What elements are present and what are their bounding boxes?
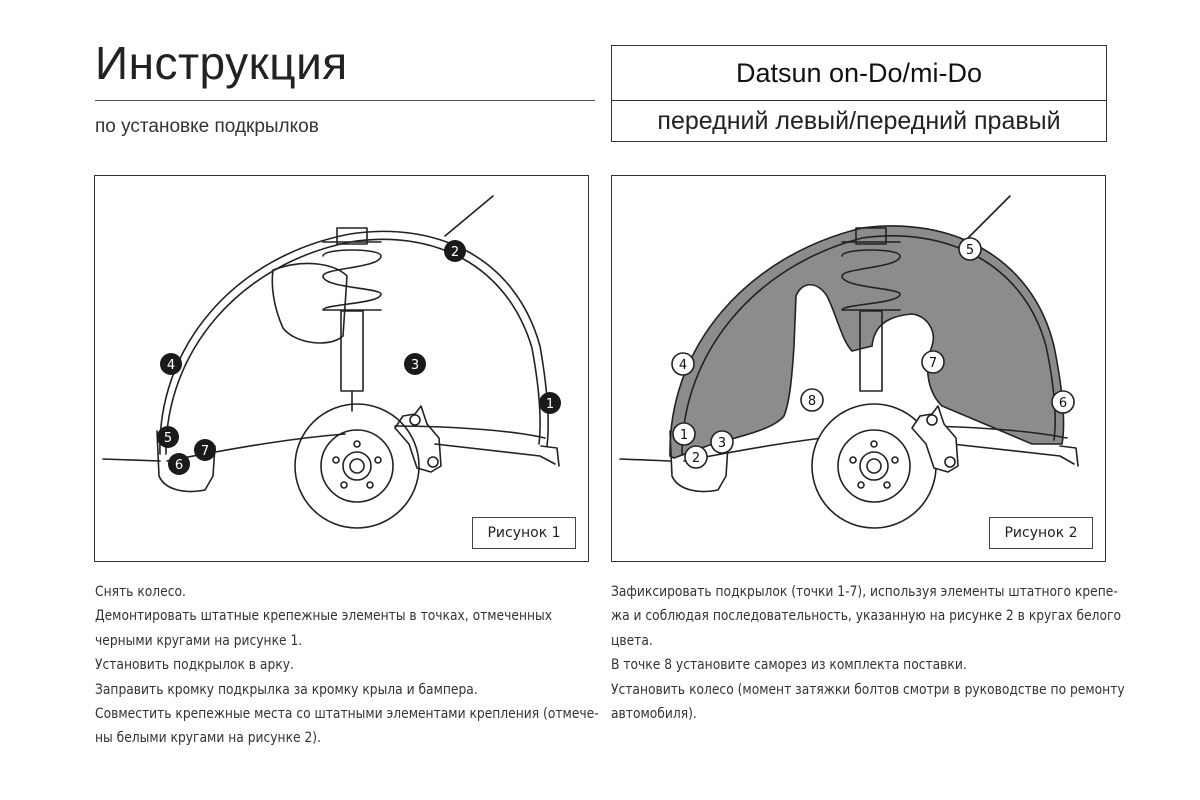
fix-point-2: 2 xyxy=(444,240,466,262)
svg-text:4: 4 xyxy=(167,358,175,373)
instruction-line: автомобиля). xyxy=(611,706,697,723)
fix-point-4: 4 xyxy=(160,353,182,375)
svg-text:5: 5 xyxy=(966,243,974,258)
svg-text:7: 7 xyxy=(929,356,937,371)
instruction-line: Заправить кромку подкрылка за кромку кры… xyxy=(95,681,478,698)
instruction-line: Совместить крепежные места со штатными э… xyxy=(95,706,599,723)
svg-text:1: 1 xyxy=(680,428,688,443)
fix-point-1: 1 xyxy=(672,422,696,446)
svg-text:2: 2 xyxy=(692,451,700,466)
figure-2: 1 2 3 4 5 6 7 xyxy=(611,175,1106,562)
fix-point-3: 3 xyxy=(710,430,734,454)
fix-point-5: 5 xyxy=(157,426,179,448)
svg-text:7: 7 xyxy=(201,444,209,459)
fix-point-6: 6 xyxy=(1051,390,1075,414)
fix-point-2: 2 xyxy=(684,445,708,469)
instruction-line: Снять колесо. xyxy=(95,584,186,600)
instruction-line: Демонтировать штатные крепежные элементы… xyxy=(95,608,553,625)
fix-point-1: 1 xyxy=(539,392,561,414)
svg-text:6: 6 xyxy=(1059,396,1067,411)
wheel-arch-drawing-2: 1 2 3 4 5 6 7 xyxy=(619,195,1079,529)
fix-point-3: 3 xyxy=(404,353,426,375)
model-name: Datsun on-Do/mi-Do xyxy=(612,46,1106,101)
fix-point-7: 7 xyxy=(194,439,216,461)
page-title: Инструкция xyxy=(95,37,348,89)
wheel-arch-drawing-1: 1 2 3 4 5 6 7 xyxy=(102,195,561,529)
title-divider xyxy=(95,100,595,101)
svg-text:6: 6 xyxy=(175,458,183,473)
instruction-line: В точке 8 установите саморез из комплект… xyxy=(611,657,967,674)
svg-text:3: 3 xyxy=(411,358,419,373)
instruction-line: ны белыми кругами на рисунке 2). xyxy=(95,730,322,747)
fix-point-8: 8 xyxy=(800,388,824,412)
instruction-line: черными кругами на рисунке 1. xyxy=(95,632,303,649)
instruction-line: Зафиксировать подкрылок (точки 1-7), исп… xyxy=(611,584,1118,600)
model-position: передний левый/передний правый xyxy=(657,106,1061,135)
svg-text:1: 1 xyxy=(546,397,554,412)
instruction-line: Установить подкрылок в арку. xyxy=(95,657,294,674)
svg-text:2: 2 xyxy=(451,245,459,260)
instruction-line: жа и соблюдая последовательность, указан… xyxy=(611,608,1122,625)
page-subtitle: по установке подкрылков xyxy=(95,116,319,137)
instructions-right: Зафиксировать подкрылок (точки 1-7), исп… xyxy=(611,580,1125,726)
fix-point-4: 4 xyxy=(671,352,695,376)
figure-caption: Рисунок 1 xyxy=(472,517,576,549)
svg-text:8: 8 xyxy=(808,394,816,409)
figure-1: 1 2 3 4 5 6 7 xyxy=(94,175,589,562)
instruction-line: цвета. xyxy=(611,632,653,649)
fix-point-7: 7 xyxy=(921,350,945,374)
figure-caption: Рисунок 2 xyxy=(989,517,1093,549)
instructions-left: Снять колесо. Демонтировать штатные креп… xyxy=(95,580,599,751)
instruction-line: Установить колесо (момент затяжки болтов… xyxy=(611,681,1125,698)
svg-text:4: 4 xyxy=(679,358,687,373)
svg-text:5: 5 xyxy=(164,431,172,446)
fix-point-6: 6 xyxy=(168,453,190,475)
svg-text:3: 3 xyxy=(718,436,726,451)
fix-point-5: 5 xyxy=(958,237,982,261)
model-box: Datsun on-Do/mi-Do передний левый/передн… xyxy=(611,45,1107,142)
